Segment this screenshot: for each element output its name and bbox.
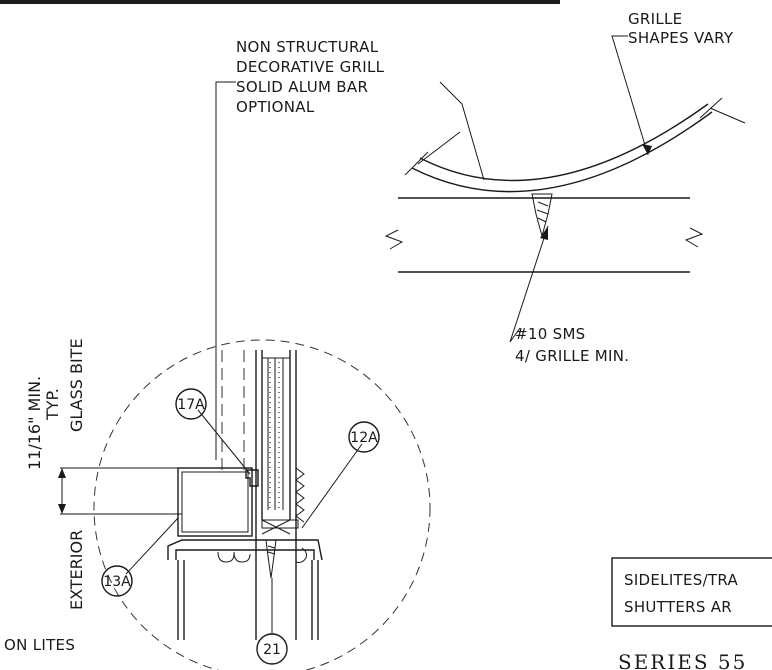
on-lites-label: ON LITES — [4, 636, 75, 654]
grill-note-line1: NON STRUCTURAL — [236, 38, 379, 56]
callout-13a: 13A — [101, 565, 133, 597]
exterior-label: EXTERIOR — [67, 530, 86, 610]
svg-text:12A: 12A — [350, 430, 378, 446]
note-box: SIDELITES/TRA SHUTTERS AR — [611, 557, 772, 627]
dimension-typ-label: TYP. — [43, 388, 62, 421]
callout-17a: 17A — [175, 388, 207, 420]
grill-note-line3: SOLID ALUM BAR — [236, 78, 368, 96]
dimension-value-label: 11/16" MIN. — [25, 376, 44, 470]
grill-note-line4: OPTIONAL — [236, 98, 315, 116]
sms-note-line2: 4/ GRILLE MIN. — [515, 347, 629, 365]
note-box-line2: SHUTTERS AR — [624, 598, 732, 616]
svg-text:13A: 13A — [103, 574, 131, 590]
series-title: SERIES 55 — [618, 650, 747, 670]
svg-text:21: 21 — [263, 642, 281, 658]
note-box-line1: SIDELITES/TRA — [624, 571, 739, 589]
svg-text:17A: 17A — [177, 397, 205, 413]
sms-note-line1: #10 SMS — [515, 325, 586, 343]
glass-bite-label: GLASS BITE — [67, 338, 86, 432]
callout-21: 21 — [256, 633, 288, 665]
grille-label-line2: SHAPES VARY — [628, 29, 734, 47]
glazing-section-detail — [58, 81, 431, 670]
grille-label-line1: GRILLE — [628, 10, 682, 28]
callout-12a: 12A — [348, 421, 380, 453]
grill-note-line2: DECORATIVE GRILL — [236, 58, 385, 76]
grille-detail — [384, 35, 746, 343]
